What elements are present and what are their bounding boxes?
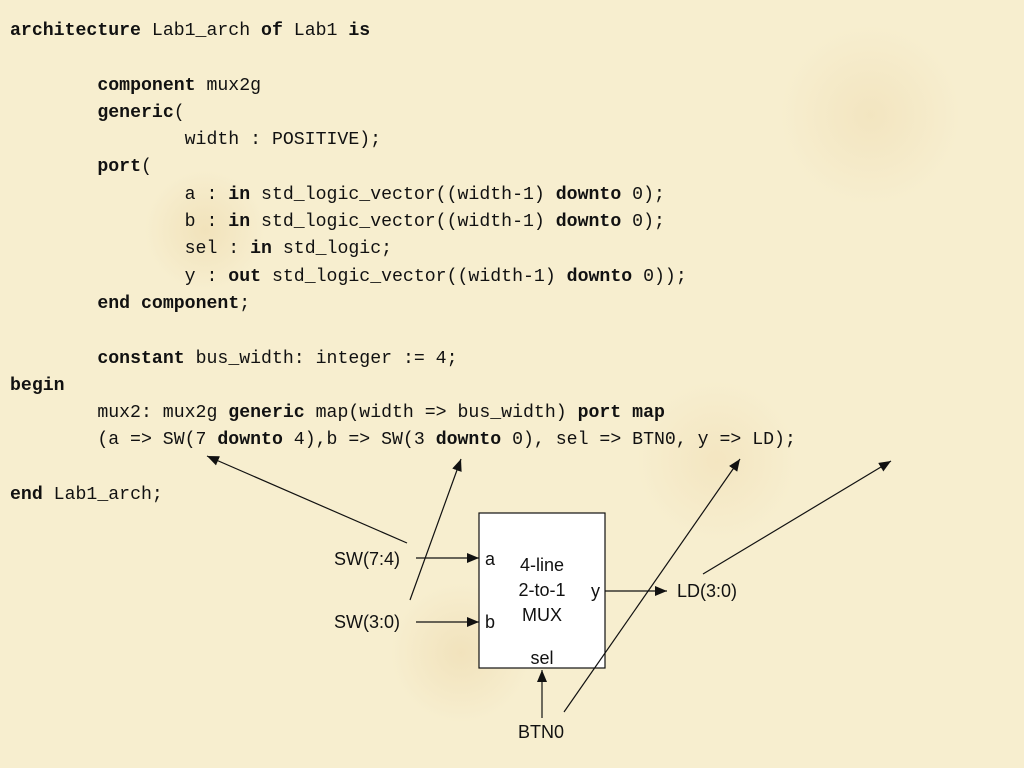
code-text: (a => SW(7 bbox=[10, 430, 218, 451]
code-keyword: port bbox=[97, 157, 141, 178]
mux-title-line2: 2-to-1 bbox=[518, 580, 565, 600]
code-text: b : bbox=[10, 212, 229, 233]
code-keyword: map bbox=[632, 403, 665, 424]
code-keyword: in bbox=[250, 239, 272, 260]
code-line: end component; bbox=[10, 291, 796, 318]
code-keyword: in bbox=[228, 212, 251, 233]
code-keyword: end bbox=[10, 485, 43, 506]
code-text: width : POSITIVE); bbox=[10, 130, 382, 151]
code-text: 0)); bbox=[632, 266, 687, 287]
code-line: mux2: mux2g generic map(width => bus_wid… bbox=[10, 400, 796, 427]
code-keyword: downto bbox=[566, 266, 633, 287]
signal-ld-label: LD(3:0) bbox=[677, 581, 737, 601]
code-line: width : POSITIVE); bbox=[10, 127, 796, 154]
code-keyword: begin bbox=[10, 375, 65, 396]
annotation-arrow-ld bbox=[702, 460, 892, 575]
code-text: y : bbox=[10, 266, 229, 287]
code-text: 4),b => SW(3 bbox=[282, 430, 436, 451]
code-keyword: end bbox=[97, 293, 131, 314]
code-keyword: downto bbox=[555, 184, 622, 205]
code-keyword: downto bbox=[217, 430, 283, 451]
mux-block bbox=[478, 512, 606, 669]
code-text: bus_width: integer := 4; bbox=[184, 348, 458, 369]
code-keyword: downto bbox=[555, 212, 622, 233]
code-line: generic( bbox=[10, 100, 796, 127]
code-text: ( bbox=[173, 102, 185, 123]
code-line: (a => SW(7 downto 4),b => SW(3 downto 0)… bbox=[10, 427, 796, 454]
code-text: 0); bbox=[621, 212, 665, 233]
code-text: std_logic_vector((width-1) bbox=[261, 266, 567, 287]
code-text: Lab1_arch; bbox=[42, 485, 163, 506]
code-line: constant bus_width: integer := 4; bbox=[10, 346, 796, 373]
annotation-arrow-btn bbox=[563, 458, 741, 713]
mux-title-line1: 4-line bbox=[520, 555, 564, 575]
annotation-arrow-sw-low bbox=[409, 458, 462, 601]
code-line: component mux2g bbox=[10, 73, 796, 100]
mux-pin-a: a bbox=[485, 549, 496, 569]
signal-btn-label: BTN0 bbox=[518, 722, 564, 742]
mux-pin-sel: sel bbox=[530, 648, 553, 668]
code-keyword: architecture bbox=[10, 21, 141, 41]
mux-pin-y: y bbox=[591, 581, 600, 601]
code-keyword: component bbox=[141, 293, 240, 314]
code-keyword: is bbox=[348, 21, 371, 41]
code-line: a : in std_logic_vector((width-1) downto… bbox=[10, 182, 796, 209]
code-text: std_logic_vector((width-1) bbox=[250, 212, 556, 233]
mux-title-line3: MUX bbox=[522, 605, 562, 625]
code-line: end Lab1_arch; bbox=[10, 482, 796, 509]
annotation-arrow-sw-high bbox=[206, 455, 408, 544]
code-line: b : in std_logic_vector((width-1) downto… bbox=[10, 209, 796, 236]
code-keyword: component bbox=[97, 75, 196, 96]
code-keyword: generic bbox=[97, 102, 174, 123]
vhdl-code-block: architecture Lab1_arch of Lab1 is compon… bbox=[10, 18, 796, 509]
code-text: ( bbox=[141, 157, 152, 178]
code-line: y : out std_logic_vector((width-1) downt… bbox=[10, 264, 796, 291]
code-text: a : bbox=[10, 184, 229, 205]
code-text: Lab1 bbox=[282, 21, 349, 41]
code-text: map(width => bus_width) bbox=[304, 403, 578, 424]
code-keyword: generic bbox=[228, 403, 305, 424]
code-keyword: port bbox=[577, 403, 622, 424]
code-keyword: constant bbox=[97, 348, 185, 369]
mux-pin-b: b bbox=[485, 612, 495, 632]
code-text: ; bbox=[239, 293, 251, 314]
code-keyword: in bbox=[228, 184, 251, 205]
code-line: sel : in std_logic; bbox=[10, 236, 796, 263]
code-line: architecture Lab1_arch of Lab1 is bbox=[10, 18, 796, 45]
code-text: std_logic_vector((width-1) bbox=[250, 184, 556, 205]
signal-sw-high-label: SW(7:4) bbox=[334, 549, 400, 569]
code-keyword: of bbox=[261, 21, 283, 41]
code-line: port( bbox=[10, 154, 796, 181]
code-text: mux2: mux2g bbox=[10, 403, 229, 424]
code-keyword: out bbox=[228, 266, 262, 287]
code-text: Lab1_arch bbox=[140, 21, 262, 41]
code-text: 0), sel => BTN0, y => LD); bbox=[501, 430, 796, 451]
code-text: std_logic; bbox=[271, 239, 393, 260]
code-line: begin bbox=[10, 373, 796, 400]
signal-sw-low-label: SW(3:0) bbox=[334, 612, 400, 632]
code-keyword: downto bbox=[435, 430, 502, 451]
code-text: sel : bbox=[10, 239, 251, 260]
code-text: 0); bbox=[621, 184, 665, 205]
code-text: mux2g bbox=[195, 75, 262, 96]
